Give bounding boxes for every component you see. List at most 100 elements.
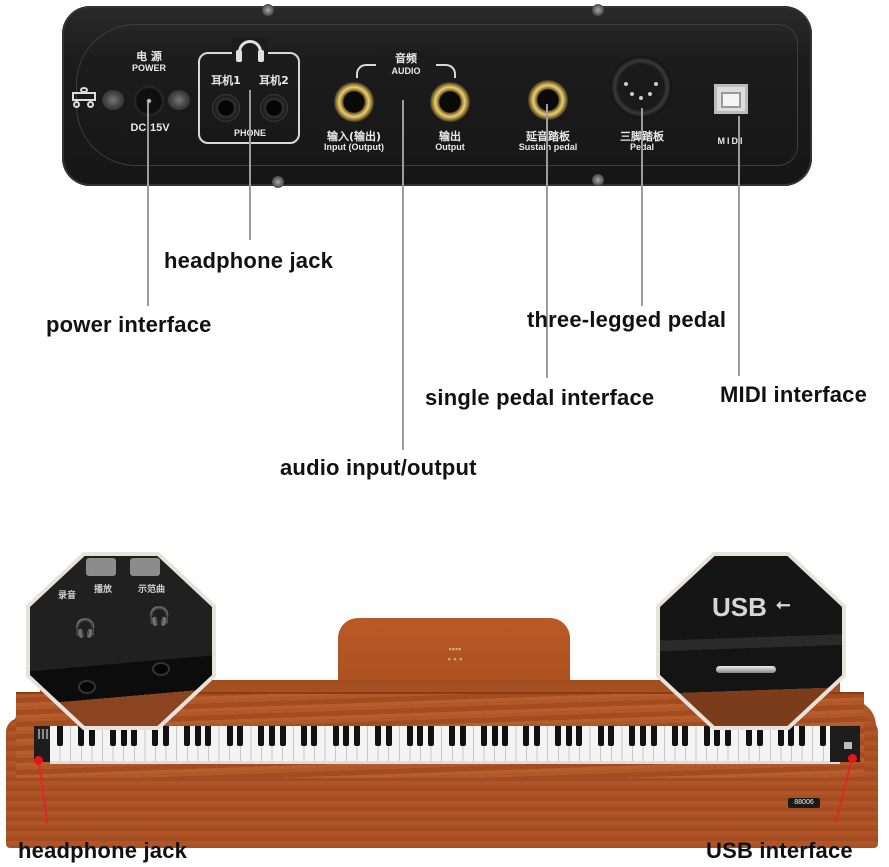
black-key[interactable] [449, 726, 456, 746]
callout-power-interface: power interface [46, 312, 212, 337]
black-key[interactable] [777, 726, 784, 746]
button-grid [38, 729, 60, 739]
black-key[interactable] [385, 726, 392, 746]
black-key[interactable] [88, 726, 95, 746]
audio-output-label-en: Output [435, 142, 465, 152]
black-key[interactable] [131, 726, 138, 746]
din-pedal-port[interactable] [610, 56, 672, 118]
black-key[interactable] [279, 726, 286, 746]
keyboard [34, 726, 860, 764]
black-key[interactable] [714, 726, 721, 746]
black-key[interactable] [724, 726, 731, 746]
black-key[interactable] [756, 726, 763, 746]
headphone-jack-2[interactable] [260, 94, 288, 122]
black-key[interactable] [184, 726, 191, 746]
white-keys[interactable] [50, 726, 840, 764]
usb-symbol-icon: ⭠ [776, 594, 791, 614]
black-key[interactable] [406, 726, 413, 746]
black-key[interactable] [481, 726, 487, 746]
black-key[interactable] [269, 726, 275, 746]
black-key[interactable] [597, 726, 604, 746]
callout-piano-headphone-jack: headphone jack [18, 838, 188, 863]
headphones-icon [232, 38, 268, 64]
inset-headphone-closeup: 录音 播放 示范曲 🎧 🎧 [26, 552, 216, 730]
inset-usb-closeup: USB ⭠ [656, 552, 846, 730]
power-jack[interactable] [134, 86, 164, 116]
black-key[interactable] [375, 726, 381, 746]
model-badge: 88006 [788, 798, 820, 808]
black-key[interactable] [311, 726, 318, 746]
black-key[interactable] [523, 726, 530, 746]
black-key[interactable] [120, 726, 127, 746]
inset-btn-label: 录音 [58, 590, 77, 600]
black-key[interactable] [682, 726, 689, 746]
usb-slot [716, 666, 776, 673]
screw-icon [272, 176, 284, 188]
black-key[interactable] [226, 726, 233, 746]
black-key[interactable] [502, 726, 509, 746]
usb-port[interactable] [844, 742, 852, 749]
audio-input-jack[interactable] [334, 82, 374, 122]
panel-button [86, 558, 116, 576]
phone-jack2-label: 耳机2 [259, 74, 289, 87]
black-keys[interactable] [50, 726, 840, 746]
black-key[interactable] [258, 726, 265, 746]
audio-output-jack[interactable] [430, 82, 470, 122]
midi-label: MIDI [717, 136, 745, 146]
black-key[interactable] [237, 726, 244, 746]
black-key[interactable] [671, 726, 678, 746]
black-key[interactable] [565, 726, 572, 746]
black-key[interactable] [57, 726, 63, 746]
black-key[interactable] [788, 726, 795, 746]
black-key[interactable] [353, 726, 360, 746]
leader-line-headphone [249, 90, 251, 240]
black-key[interactable] [820, 726, 827, 746]
headphone-jack-marker [34, 756, 43, 765]
black-key[interactable] [491, 726, 498, 746]
rear-connector-panel: 电 源 POWER DC:15V 耳机1 耳机2 PHONE 音频 AUDIO [62, 4, 812, 188]
leader-line-pedal [641, 108, 643, 306]
black-key[interactable] [152, 726, 159, 746]
black-key[interactable] [343, 726, 350, 746]
audio-header-en: AUDIO [376, 66, 436, 76]
panel-inset-border [76, 24, 798, 166]
headphone-socket [80, 682, 94, 692]
black-key[interactable] [576, 726, 583, 746]
sustain-label-en: Sustain pedal [518, 142, 578, 152]
black-key[interactable] [629, 726, 636, 746]
black-key[interactable] [428, 726, 434, 746]
panel-button [130, 558, 160, 576]
black-key[interactable] [799, 726, 805, 746]
usb-interface-marker [848, 754, 857, 763]
black-key[interactable] [205, 726, 212, 746]
black-key[interactable] [650, 726, 657, 746]
leader-line-midi [738, 116, 740, 376]
power-rating: DC:15V [130, 122, 170, 134]
black-key[interactable] [534, 726, 540, 746]
black-key[interactable] [163, 726, 169, 746]
black-key[interactable] [110, 726, 116, 746]
digital-piano-photo: ▪▪▪▪▪ ▪ ▪ 88006 录音 播放 示范曲 🎧 🎧 [0, 540, 889, 867]
leader-line-power [147, 102, 149, 306]
black-key[interactable] [608, 726, 615, 746]
black-key[interactable] [703, 726, 710, 746]
headphone-jack-1[interactable] [212, 94, 240, 122]
callout-piano-usb-interface: USB interface [706, 838, 853, 863]
sustain-pedal-jack[interactable] [528, 80, 568, 120]
black-key[interactable] [459, 726, 466, 746]
screw-icon [262, 4, 274, 16]
black-key[interactable] [417, 726, 424, 746]
black-key[interactable] [300, 726, 307, 746]
black-key[interactable] [78, 726, 85, 746]
usb-b-midi-port[interactable] [714, 84, 748, 114]
leader-line-audio [402, 100, 404, 450]
screw-icon [592, 4, 604, 16]
screw-icon [592, 174, 604, 186]
black-key[interactable] [332, 726, 339, 746]
callout-three-legged-pedal: three-legged pedal [527, 307, 727, 332]
black-key[interactable] [555, 726, 562, 746]
black-key[interactable] [746, 726, 752, 746]
audio-input-label-en: Input (Output) [324, 142, 384, 152]
black-key[interactable] [640, 726, 646, 746]
black-key[interactable] [194, 726, 201, 746]
